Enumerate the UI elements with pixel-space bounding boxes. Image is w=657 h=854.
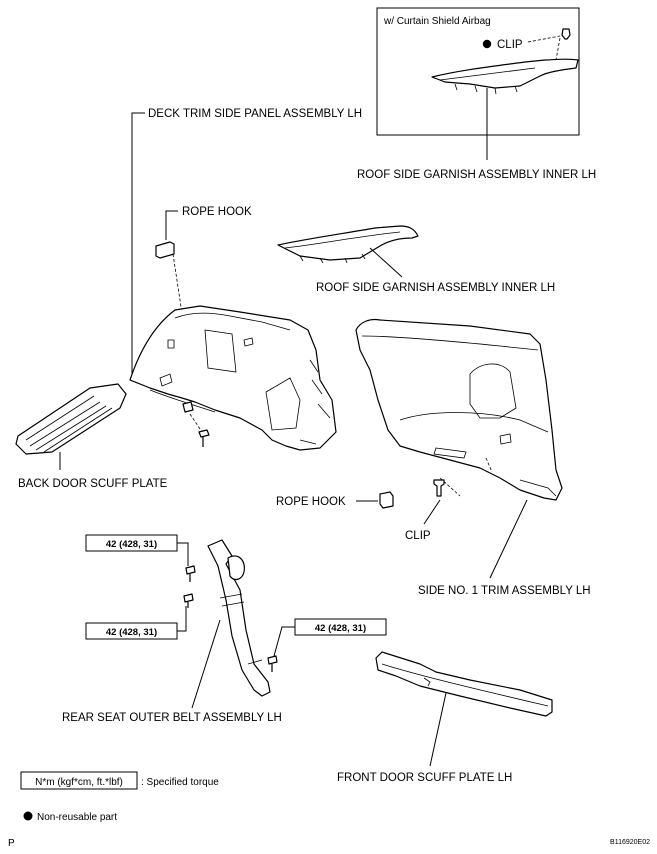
- deck-trim-leader: [131, 112, 145, 378]
- side-trim-label: SIDE NO. 1 TRIM ASSEMBLY LH: [418, 585, 591, 597]
- legend-torque-box: [20, 771, 138, 790]
- back-door-scuff-ribs: [25, 395, 113, 453]
- side-trim-lower-edge: [519, 479, 557, 497]
- torque-box-3-leader: [273, 626, 295, 657]
- torque-box-2-text: 42 (428, 31): [106, 627, 157, 638]
- rear-seat-belt: [207, 539, 271, 697]
- clip-leader: [423, 499, 441, 525]
- roof-garnish-part: [277, 225, 419, 261]
- belt-leader: [191, 619, 221, 709]
- side-trim-dash-1: [485, 457, 493, 473]
- torque-box-1: 42 (428, 31): [85, 534, 189, 566]
- deck-trim-ribs: [299, 359, 331, 445]
- torque-box-1-leader: [177, 542, 189, 566]
- clip-label: CLIP: [405, 530, 431, 542]
- side-trim-dash-2: [439, 477, 461, 497]
- non-reusable-dot-icon: [482, 39, 492, 49]
- side-trim-top-edge: [361, 335, 539, 351]
- footer-left: P: [8, 838, 15, 849]
- torque-box-2: 42 (428, 31): [85, 606, 187, 640]
- inset-clip-dashline-2: [555, 37, 561, 61]
- back-door-scuff-label: BACK DOOR SCUFF PLATE: [18, 478, 168, 490]
- side-trim-mid-edge: [399, 412, 549, 433]
- front-door-scuff-label: FRONT DOOR SCUFF PLATE LH: [337, 772, 512, 784]
- figure-code: B116920E02: [610, 839, 650, 846]
- deck-trim-well: [265, 377, 301, 431]
- rope-hook-top-label: ROPE HOOK: [182, 206, 252, 218]
- roof-garnish-leader: [369, 247, 403, 278]
- belt-bolt-2: [183, 593, 194, 608]
- side-trim-panel: [355, 318, 563, 501]
- deck-trim-pocket: [204, 329, 237, 373]
- front-door-scuff-body: [375, 651, 553, 717]
- inset-clip-dashline: [527, 35, 561, 43]
- rear-seat-belt-retractor: [227, 555, 245, 581]
- front-door-scuff-leader: [429, 692, 447, 767]
- front-door-scuff-plate: [375, 651, 553, 717]
- rope-hook-mid-part: [379, 491, 394, 509]
- torque-box-1-text: 42 (428, 31): [106, 539, 157, 550]
- roof-garnish-label: ROOF SIDE GARNISH ASSEMBLY INNER LH: [316, 282, 555, 294]
- rope-hook-top-part: [155, 241, 175, 259]
- torque-box-3: 42 (428, 31): [273, 618, 387, 657]
- legend-torque-desc: : Specified torque: [141, 777, 219, 788]
- inset-clip-label: CLIP: [497, 39, 523, 51]
- belt-label: REAR SEAT OUTER BELT ASSEMBLY LH: [62, 712, 282, 724]
- inset-box: w/ Curtain Shield Airbag CLIP: [376, 7, 580, 160]
- deck-trim-bracket: [182, 401, 194, 413]
- back-door-scuff-plate: [15, 383, 127, 455]
- deck-trim-top-edge: [174, 312, 291, 331]
- rope-hook-mid-label: ROPE HOOK: [276, 496, 346, 508]
- deck-trim-panel: [129, 305, 337, 451]
- torque-box-2-leader: [177, 606, 187, 632]
- legend-nonreusable: Non-reusable part: [37, 812, 117, 823]
- inset-title: w/ Curtain Shield Airbag: [383, 16, 491, 27]
- back-door-scuff-body: [15, 383, 127, 455]
- inset-garnish-detail: [439, 67, 536, 95]
- deck-trim-panel-body: [129, 305, 337, 451]
- roof-garnish-detail: [284, 231, 401, 264]
- legend-torque-unit: N*m (kgf*cm, ft.*lbf): [35, 777, 123, 788]
- legend-dot-icon: [23, 811, 33, 821]
- belt-bolt-3: [267, 655, 278, 672]
- deck-trim-bolt: [198, 429, 210, 447]
- inset-clip-part: [561, 28, 571, 40]
- torque-box-3-text: 42 (428, 31): [315, 623, 366, 634]
- side-trim-body: [355, 318, 563, 501]
- deck-trim-label: DECK TRIM SIDE PANEL ASSEMBLY LH: [148, 108, 362, 120]
- inset-garnish-part: [431, 58, 579, 89]
- side-trim-holes: [433, 433, 512, 459]
- belt-bolt-1: [185, 565, 196, 582]
- side-trim-leader: [489, 499, 528, 579]
- front-door-scuff-detail: [381, 663, 549, 707]
- inset-garnish-label: ROOF SIDE GARNISH ASSEMBLY INNER LH: [357, 169, 596, 181]
- clip-part: [433, 479, 445, 497]
- rear-seat-belt-detail: [219, 593, 263, 665]
- deck-trim-bolt-dash: [189, 413, 203, 433]
- side-trim-window: [469, 363, 517, 419]
- deck-trim-holes: [159, 337, 254, 387]
- deck-trim-lower-edge: [149, 389, 216, 413]
- rope-hook-top-leader: [165, 210, 178, 240]
